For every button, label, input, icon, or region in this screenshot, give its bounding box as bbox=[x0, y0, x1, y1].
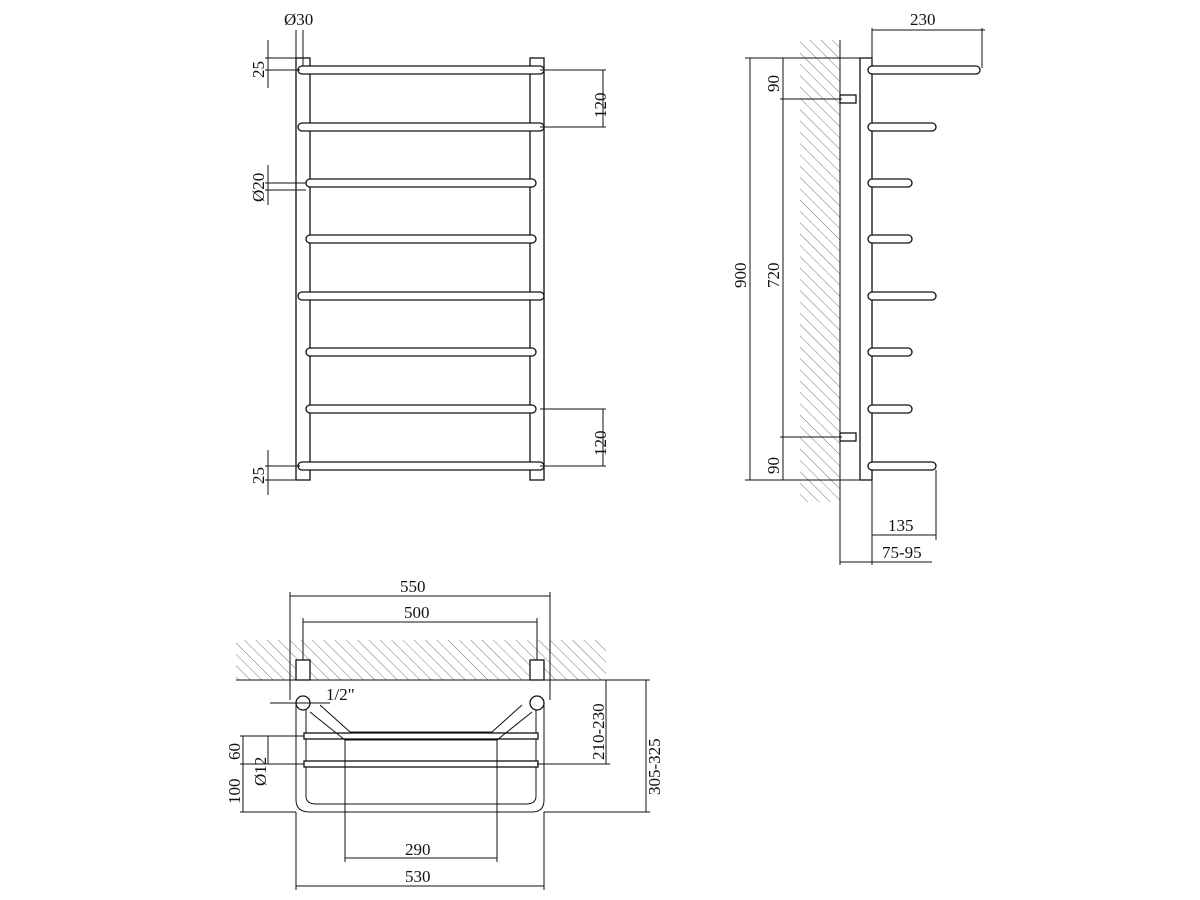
side-dimensions bbox=[745, 28, 985, 565]
front-dimensions bbox=[265, 30, 606, 495]
dim-900: 900 bbox=[731, 263, 750, 289]
rail bbox=[297, 122, 545, 132]
rail bbox=[297, 65, 545, 75]
dim-500: 500 bbox=[404, 603, 430, 622]
dim-550: 550 bbox=[400, 577, 426, 596]
side-rail bbox=[867, 404, 913, 414]
dim-top-120: 120 bbox=[591, 93, 610, 119]
rail bbox=[297, 461, 545, 471]
side-rail bbox=[867, 461, 937, 471]
top-view: 550 500 1/2" 210-230 305-325 60 100 Ø12 … bbox=[225, 577, 664, 890]
front-view: Ø30 25 120 Ø20 120 25 bbox=[249, 10, 610, 495]
top-dimensions bbox=[240, 592, 650, 890]
dim-half-inch: 1/2" bbox=[326, 685, 355, 704]
dim-75-95: 75-95 bbox=[882, 543, 922, 562]
rail bbox=[305, 178, 537, 188]
dim-305-325: 305-325 bbox=[645, 738, 664, 795]
dim-d20: Ø20 bbox=[249, 173, 268, 202]
dim-530: 530 bbox=[405, 867, 431, 886]
side-rail bbox=[867, 178, 913, 188]
dim-210-230: 210-230 bbox=[589, 703, 608, 760]
dim-top-25: 25 bbox=[249, 61, 268, 78]
side-rail bbox=[867, 234, 913, 244]
rail bbox=[297, 291, 545, 301]
dim-top-90: 90 bbox=[764, 75, 783, 92]
side-rail bbox=[867, 347, 913, 357]
dim-60: 60 bbox=[225, 743, 244, 760]
rail bbox=[305, 234, 537, 244]
dim-bottom-25: 25 bbox=[249, 467, 268, 484]
dim-d30: Ø30 bbox=[284, 10, 313, 29]
side-view: 230 90 900 720 90 135 75-95 bbox=[731, 10, 985, 565]
dim-bottom-120: 120 bbox=[591, 431, 610, 457]
dim-720: 720 bbox=[764, 263, 783, 289]
rail bbox=[305, 404, 537, 414]
side-post bbox=[859, 57, 873, 481]
wall-hatch bbox=[800, 40, 840, 502]
rail bbox=[305, 347, 537, 357]
dim-290: 290 bbox=[405, 840, 431, 859]
side-rails bbox=[867, 65, 981, 471]
side-rail bbox=[867, 291, 937, 301]
left-post bbox=[295, 57, 311, 481]
side-rail bbox=[867, 122, 937, 132]
dim-100: 100 bbox=[225, 779, 244, 805]
dim-d12: Ø12 bbox=[251, 757, 270, 786]
dim-135: 135 bbox=[888, 516, 914, 535]
right-post bbox=[529, 57, 545, 481]
front-rails bbox=[297, 65, 545, 471]
dim-bottom-90: 90 bbox=[764, 457, 783, 474]
dim-230: 230 bbox=[910, 10, 936, 29]
side-rail bbox=[867, 65, 981, 75]
